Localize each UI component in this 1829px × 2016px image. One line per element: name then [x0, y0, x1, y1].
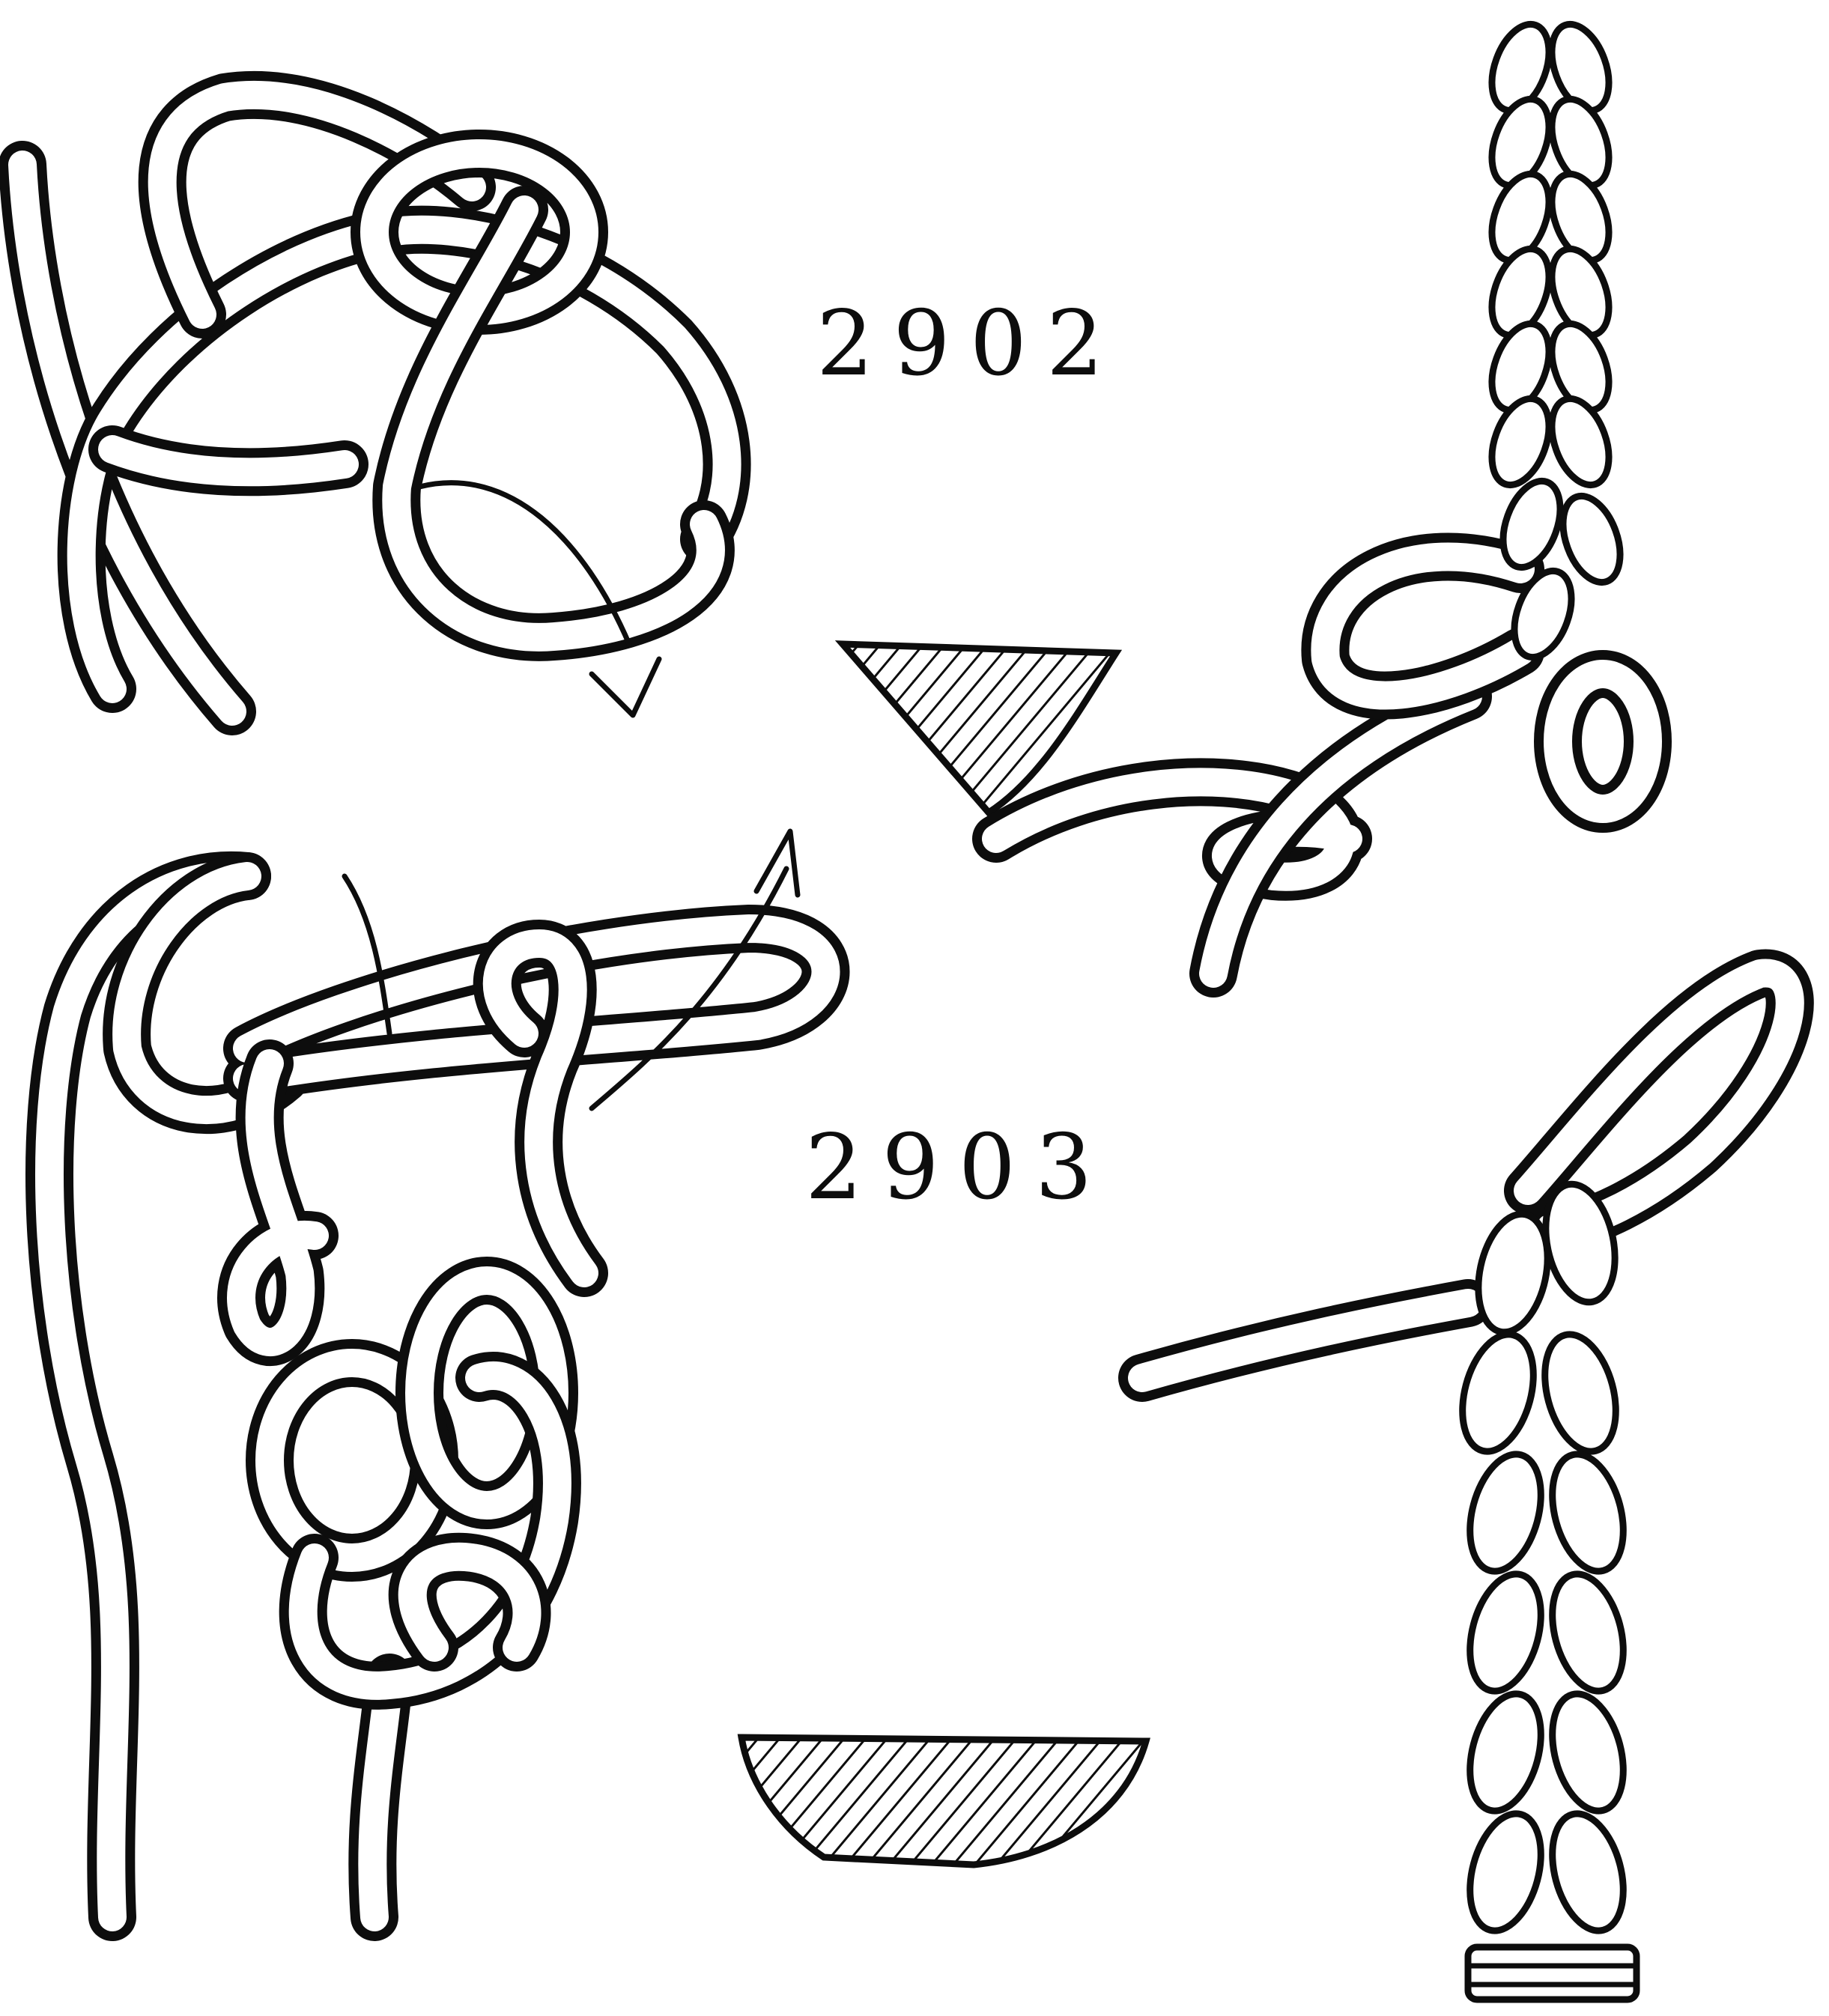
figure-2902-open-knot — [22, 95, 727, 715]
figure-2903-sennit — [1142, 973, 1790, 2000]
figure-2903-interlaced-knot — [49, 831, 826, 1917]
cross-section-2903-shape — [741, 1737, 1146, 1865]
figure-2902-sennit — [996, 16, 1648, 974]
figure-2902-label: 2902 — [816, 300, 1123, 389]
figure-2903-label: 2903 — [805, 1123, 1111, 1213]
